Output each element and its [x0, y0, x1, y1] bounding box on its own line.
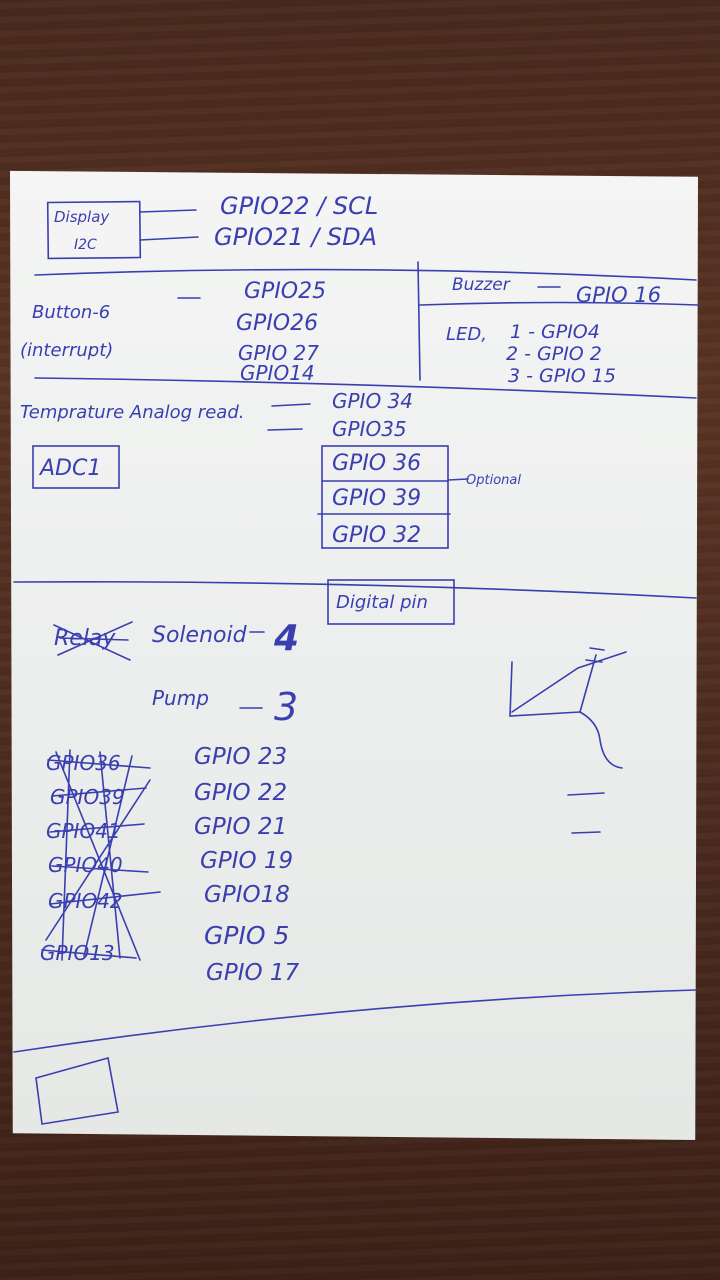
- buzzer-divider-line: [419, 301, 699, 306]
- gpio-list-item-6: GPIO 5: [204, 921, 289, 950]
- sketch-mark-2: [571, 831, 601, 834]
- gpio-list-item-2: GPIO 22: [194, 780, 287, 806]
- gpio-list-item-3: GPIO 21: [194, 814, 287, 840]
- buzzer-pin: GPIO 16: [576, 283, 661, 307]
- pump-count: 3: [274, 685, 298, 729]
- divider-line-1: [34, 268, 697, 281]
- relay-scribble: [53, 621, 133, 661]
- sketch-curve: [579, 711, 623, 769]
- display-box: [46, 200, 142, 260]
- display-box-label: Display: [54, 208, 110, 226]
- solenoid-count: 4: [273, 618, 299, 659]
- gpio-list-item-7: GPIO 17: [206, 960, 300, 986]
- vertical-divider: [417, 261, 421, 381]
- optional-pin-3: GPIO 32: [332, 523, 421, 548]
- sketch-diagonal: [511, 651, 627, 713]
- digital-pin-box: [327, 579, 455, 625]
- optional-connector: [447, 478, 469, 481]
- divider-line-4: [13, 989, 697, 1053]
- led-label: LED,: [446, 324, 487, 345]
- sketch-hash: [579, 647, 605, 713]
- temp-dash-1: [271, 403, 311, 407]
- optional-label: Optional: [466, 473, 521, 488]
- button-pin-1: GPIO25: [244, 279, 326, 304]
- button-pin-4: GPIO14: [240, 361, 315, 385]
- crossed-pins-column: GPIO36 GPIO39 GPIO41 GPIO40 GPIO42 GPIO1…: [40, 749, 161, 965]
- scl-wire: [139, 209, 197, 213]
- led-pin-3: 3 - GPIO 15: [508, 365, 616, 387]
- sketch-mark-1: [567, 792, 605, 796]
- divider-line-3: [13, 581, 697, 599]
- crossed-pins-scribble: [41, 749, 161, 961]
- button-pin-2: GPIO26: [236, 311, 318, 336]
- crossed-pin-2: GPIO39: [50, 785, 125, 809]
- digital-pin-label: Digital pin: [336, 592, 428, 613]
- temp-dash-2: [267, 428, 303, 431]
- crossed-pin-5: GPIO42: [48, 889, 123, 913]
- display-box-i2c-label: I2C: [74, 237, 97, 253]
- gpio-list-item-1: GPIO 23: [194, 744, 287, 770]
- temperature-label: Temprature Analog read.: [20, 402, 244, 423]
- button-interrupt-label: (interrupt): [20, 340, 113, 361]
- sda-pin-text: GPIO21 / SDA: [214, 223, 377, 251]
- sketch-axes: [509, 661, 581, 717]
- paper-sheet: [10, 170, 698, 1140]
- bottom-square-sketch: [35, 1056, 119, 1125]
- optional-pin-2: GPIO 39: [332, 486, 421, 511]
- temp-pin-1: GPIO 34: [332, 389, 413, 413]
- led-pin-1: 1 - GPIO4: [510, 321, 600, 343]
- led-pin-2: 2 - GPIO 2: [506, 343, 602, 365]
- scl-pin-text: GPIO22 / SCL: [220, 192, 378, 220]
- gpio-list-item-4: GPIO 19: [200, 848, 293, 874]
- gpio-list-item-5: GPIO18: [204, 882, 290, 908]
- solenoid-label: Solenoid: [152, 623, 248, 648]
- buzzer-label: Buzzer: [452, 275, 511, 295]
- optional-pins-box: [321, 445, 449, 549]
- temp-pin-2: GPIO35: [332, 417, 407, 441]
- adc-box: [32, 445, 120, 489]
- button-label: Button-6: [32, 302, 110, 323]
- optional-pin-1: GPIO 36: [332, 451, 421, 476]
- sda-wire: [139, 236, 199, 241]
- button-pin-3: GPIO 27: [238, 341, 319, 365]
- pump-label: Pump: [152, 686, 209, 710]
- divider-line-2: [34, 377, 697, 399]
- adc-label: ADC1: [38, 456, 101, 481]
